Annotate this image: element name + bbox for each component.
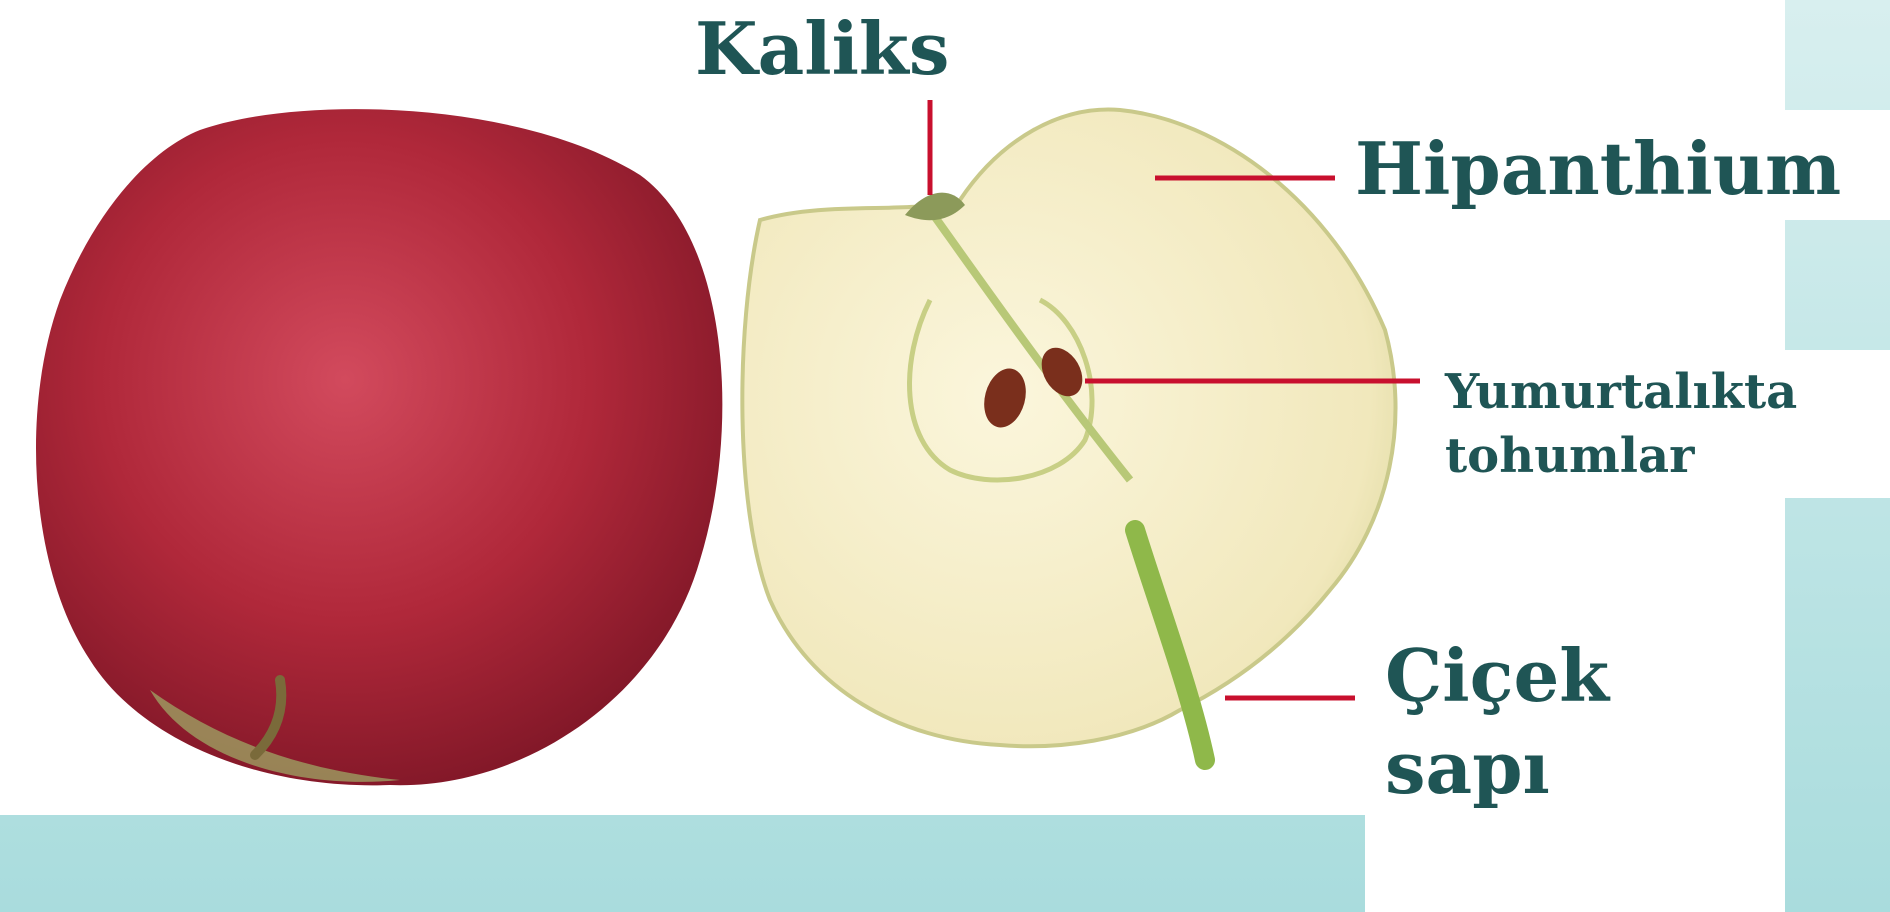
label-hypanthium: Hipanthium <box>1355 124 1841 214</box>
label-calyx: Kaliks <box>695 4 949 94</box>
whole-apple <box>36 109 722 785</box>
label-seeds-in-ovary: Yumurtalıkta tohumlar <box>1445 360 1797 488</box>
halved-apple <box>742 110 1395 760</box>
label-flower-stalk: Çiçek sapı <box>1385 630 1609 814</box>
